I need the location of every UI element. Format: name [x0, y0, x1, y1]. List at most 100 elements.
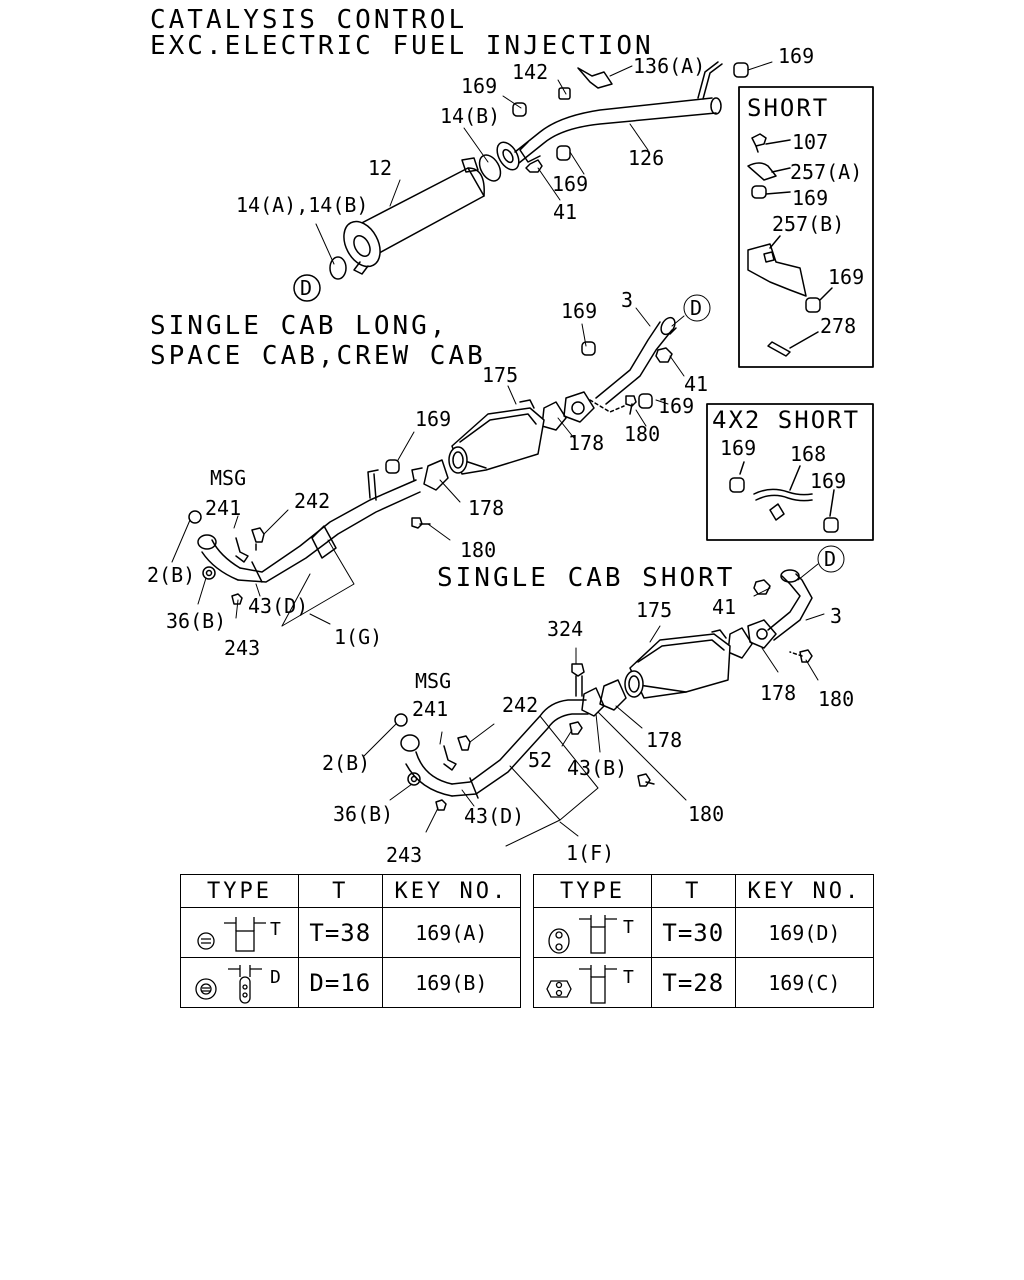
title-single-cab-short: SINGLE CAB SHORT	[437, 563, 736, 593]
dim-mark-t: T	[623, 917, 634, 938]
callout-175: 175	[636, 598, 673, 622]
callout-36b: 36(B)	[333, 802, 394, 826]
callout-257a: 257(A)	[790, 160, 863, 184]
callout-242: 242	[502, 693, 539, 717]
callout-43d: 43(D)	[248, 594, 309, 618]
callout-169: 169	[552, 172, 589, 196]
table-row: T T=38 169(A)	[180, 907, 522, 958]
callout-180: 180	[818, 687, 855, 711]
callout-1g: 1(G)	[334, 625, 383, 649]
callout-169: 169	[415, 407, 452, 431]
muffler-assembly	[293, 61, 749, 302]
callout-257b: 257(B)	[772, 212, 845, 236]
thickness-cell: T=38	[297, 907, 383, 958]
callout-169: 169	[810, 469, 847, 493]
header-type: TYPE	[533, 874, 652, 908]
dim-mark-d: D	[270, 967, 281, 988]
callout-2b: 2(B)	[322, 751, 371, 775]
callout-180: 180	[688, 802, 725, 826]
key-no-cell: 169(C)	[734, 957, 875, 1008]
header-type: TYPE	[180, 874, 299, 908]
callout-126: 126	[628, 146, 665, 170]
type-cell: T	[533, 907, 652, 958]
callout-168: 168	[790, 442, 827, 466]
callout-324: 324	[547, 617, 584, 641]
key-no-cell: 169(D)	[734, 907, 875, 958]
4x2-short-variant-parts	[729, 461, 839, 533]
mount-type-table-left: TYPE T KEY NO. T T=38 169(A) D D=16 169(…	[180, 874, 522, 1008]
callout-52: 52	[528, 748, 553, 772]
callout-142: 142	[512, 60, 549, 84]
leader-lines-long	[171, 307, 685, 627]
short-variant-parts	[747, 133, 833, 357]
title-space-crew-cab: SPACE CAB,CREW CAB	[150, 341, 486, 371]
callout-243: 243	[224, 636, 261, 660]
callout-178: 178	[646, 728, 683, 752]
type-cell: T	[180, 907, 299, 958]
callout-178: 178	[568, 431, 605, 455]
title-catalysis: CATALYSIS CONTROL	[150, 5, 468, 35]
leader-lines-top	[315, 61, 773, 265]
callout-12: 12	[368, 156, 393, 180]
callout-2b: 2(B)	[147, 563, 196, 587]
callout-43d: 43(D)	[464, 804, 525, 828]
callout-41: 41	[684, 372, 709, 396]
connector-d: D	[824, 547, 837, 571]
header-t: T	[650, 874, 736, 908]
callout-178: 178	[468, 496, 505, 520]
dim-mark-t: T	[623, 967, 634, 988]
key-no-cell: 169(A)	[381, 907, 522, 958]
title-exc-efi: EXC.ELECTRIC FUEL INJECTION	[150, 31, 654, 61]
table-row: T T=28 169(C)	[533, 957, 875, 1008]
callout-242: 242	[294, 489, 331, 513]
callout-14b: 14(B)	[440, 104, 501, 128]
callout-msg: MSG	[415, 669, 452, 693]
thickness-cell: T=28	[650, 957, 736, 1008]
title-single-cab-long: SINGLE CAB LONG,	[150, 311, 449, 341]
square-mount-icon: T	[546, 964, 634, 1004]
callout-3: 3	[830, 604, 843, 628]
callout-169: 169	[792, 186, 829, 210]
key-no-cell: 169(B)	[381, 957, 522, 1008]
table-row: D D=16 169(B)	[180, 957, 522, 1008]
callout-169: 169	[778, 44, 815, 68]
connector-d: D	[690, 296, 703, 320]
4x2-short-box-title: 4X2 SHORT	[712, 406, 861, 434]
callout-36b: 36(B)	[166, 609, 227, 633]
round-mount-icon: D	[195, 964, 281, 1004]
callout-3: 3	[621, 288, 634, 312]
table-header-row: TYPE T KEY NO.	[533, 874, 875, 908]
long-cab-assembly	[188, 316, 677, 605]
callout-178: 178	[760, 681, 797, 705]
short-variant-box	[738, 86, 874, 368]
round-mount-icon: T	[197, 916, 281, 952]
thickness-cell: T=30	[650, 907, 736, 958]
callout-278: 278	[820, 314, 857, 338]
header-key-no: KEY NO.	[381, 874, 522, 908]
mount-type-table-right: TYPE T KEY NO. T T=30 169(D) T T=28 169(…	[533, 874, 875, 1008]
oval-mount-icon: T	[548, 914, 634, 954]
callout-169: 169	[561, 299, 598, 323]
callout-243: 243	[386, 843, 423, 867]
4x2-short-variant-box	[706, 403, 874, 541]
callout-169: 169	[658, 394, 695, 418]
callout-14a-14b: 14(A),14(B)	[236, 193, 369, 217]
table-row: T T=30 169(D)	[533, 907, 875, 958]
header-key-no: KEY NO.	[734, 874, 875, 908]
table-header-row: TYPE T KEY NO.	[180, 874, 522, 908]
callout-1f: 1(F)	[566, 841, 615, 865]
callout-180: 180	[460, 538, 497, 562]
callout-136a: 136(A)	[633, 54, 706, 78]
callout-41: 41	[712, 595, 737, 619]
dim-mark-t: T	[270, 919, 281, 940]
callout-41: 41	[553, 200, 578, 224]
short-box-title: SHORT	[747, 94, 830, 122]
callout-241: 241	[412, 697, 449, 721]
type-cell: T	[533, 957, 652, 1008]
callout-241: 241	[205, 496, 242, 520]
connector-d: D	[300, 276, 313, 300]
type-cell: D	[180, 957, 299, 1008]
header-t: T	[297, 874, 383, 908]
thickness-cell: D=16	[297, 957, 383, 1008]
